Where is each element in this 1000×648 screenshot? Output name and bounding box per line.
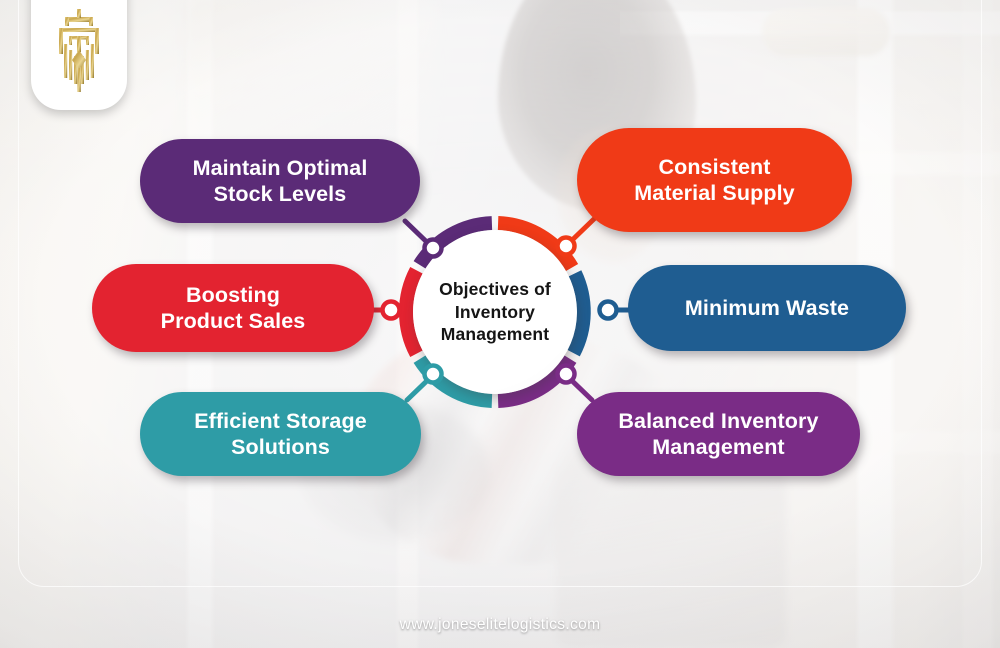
footer-website-url[interactable]: www.joneselitelogistics.com <box>399 616 601 633</box>
item-label-boosting-product-sales: Boosting Product Sales <box>160 282 306 333</box>
item-label-consistent-material-supply: Consistent Material Supply <box>634 154 795 205</box>
item-label-efficient-storage-solutions: Efficient Storage Solutions <box>194 408 367 459</box>
hub-disc: Objectives of Inventory Management <box>413 230 577 394</box>
background-paper-roll <box>762 8 890 56</box>
node-minimum-waste <box>597 299 619 321</box>
item-pill-consistent-material-supply[interactable]: Consistent Material Supply <box>577 128 852 232</box>
brand-logo-card <box>31 0 127 110</box>
item-pill-balanced-inventory-management[interactable]: Balanced Inventory Management <box>577 392 860 476</box>
center-hub: Objectives of Inventory Management <box>392 209 598 415</box>
hub-title: Objectives of Inventory Management <box>439 279 551 345</box>
crest-icon <box>59 9 99 92</box>
item-pill-maintain-optimal-stock-levels[interactable]: Maintain Optimal Stock Levels <box>140 139 420 223</box>
item-pill-efficient-storage-solutions[interactable]: Efficient Storage Solutions <box>140 392 421 476</box>
item-label-maintain-optimal-stock-levels: Maintain Optimal Stock Levels <box>192 155 368 206</box>
item-pill-minimum-waste[interactable]: Minimum Waste <box>628 265 906 351</box>
item-label-minimum-waste: Minimum Waste <box>684 295 850 320</box>
item-label-balanced-inventory-management: Balanced Inventory Management <box>618 408 819 459</box>
item-pill-boosting-product-sales[interactable]: Boosting Product Sales <box>92 264 374 352</box>
